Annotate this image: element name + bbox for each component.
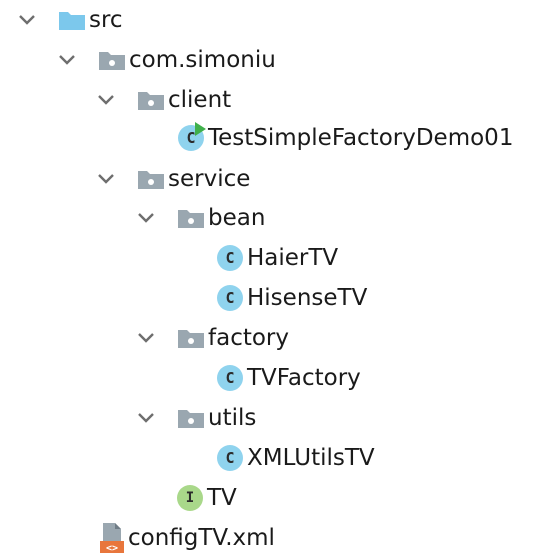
class-icon: C [215, 244, 245, 272]
class-badge: C [217, 365, 243, 391]
package-folder-icon [136, 86, 166, 114]
tree-node-client[interactable]: client [0, 80, 541, 120]
chevron-down-icon[interactable] [136, 208, 156, 228]
tree-node-tv-factory[interactable]: C TVFactory [0, 358, 541, 398]
chevron-down-icon[interactable] [96, 169, 116, 189]
tree-node-service[interactable]: service [0, 159, 541, 199]
tree-node-hisense-tv[interactable]: C HisenseTV [0, 278, 541, 318]
tree-label: client [168, 87, 232, 113]
tree-node-com-simoniu[interactable]: com.simoniu [0, 40, 541, 80]
tree-node-haier-tv[interactable]: C HaierTV [0, 238, 541, 278]
tree-node-factory[interactable]: factory [0, 318, 541, 358]
class-icon: C [215, 444, 245, 472]
package-folder-icon [97, 46, 127, 74]
tree-label: TVFactory [247, 365, 361, 391]
tree-node-config-tv-xml[interactable]: <> configTV.xml [0, 518, 541, 558]
chevron-down-icon[interactable] [17, 10, 37, 30]
class-icon: C [215, 284, 245, 312]
tree-label: factory [208, 325, 289, 351]
chevron-down-icon[interactable] [136, 328, 156, 348]
package-folder-icon [176, 404, 206, 432]
package-folder-icon [176, 324, 206, 352]
runnable-class-icon: C [176, 122, 206, 152]
tree-node-src[interactable]: src [0, 0, 541, 40]
class-badge: C [217, 285, 243, 311]
interface-icon: I [175, 484, 205, 512]
tree-label: com.simoniu [129, 47, 276, 73]
tree-label: utils [208, 405, 257, 431]
tree-node-utils[interactable]: utils [0, 398, 541, 438]
class-badge: C [217, 245, 243, 271]
tree-label: src [89, 7, 123, 33]
tree-node-tv-interface[interactable]: I TV [0, 478, 541, 518]
svg-text:<>: <> [106, 543, 118, 554]
tree-label: TV [207, 485, 237, 511]
chevron-down-icon[interactable] [96, 90, 116, 110]
xml-file-icon: <> [96, 523, 126, 554]
chevron-down-icon[interactable] [136, 408, 156, 428]
source-folder-icon [57, 6, 87, 34]
package-folder-icon [136, 165, 166, 193]
class-icon: C [215, 364, 245, 392]
tree-label: TestSimpleFactoryDemo01 [208, 125, 514, 151]
tree-label: configTV.xml [128, 525, 275, 551]
run-marker-icon [195, 122, 206, 136]
tree-node-xml-utils-tv[interactable]: C XMLUtilsTV [0, 438, 541, 478]
tree-label: HaierTV [247, 245, 339, 271]
tree-node-test-simple-factory-demo01[interactable]: C TestSimpleFactoryDemo01 [0, 118, 541, 158]
tree-label: HisenseTV [247, 285, 368, 311]
tree-label: service [168, 166, 251, 192]
class-badge: C [217, 445, 243, 471]
tree-node-bean[interactable]: bean [0, 198, 541, 238]
package-folder-icon [176, 204, 206, 232]
tree-label: bean [208, 205, 266, 231]
interface-badge: I [177, 485, 203, 511]
tree-label: XMLUtilsTV [247, 445, 375, 471]
chevron-down-icon[interactable] [57, 50, 77, 70]
